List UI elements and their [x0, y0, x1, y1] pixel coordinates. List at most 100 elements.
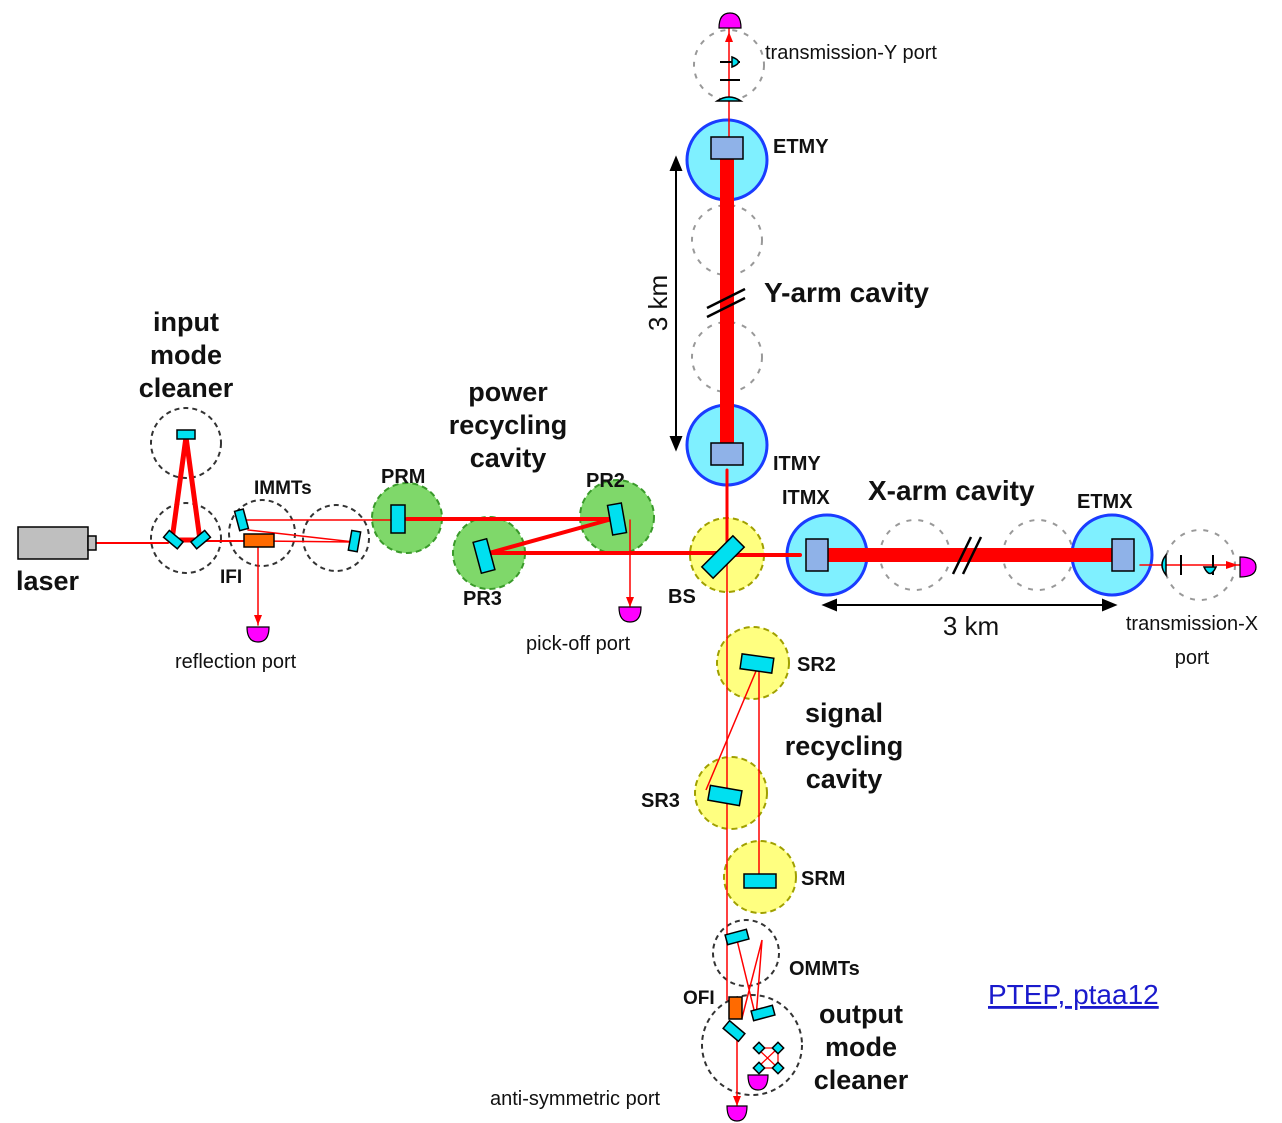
y-arm-label: Y-arm cavity	[764, 277, 929, 308]
immts-label: IMMTs	[254, 478, 312, 499]
laser-aperture	[87, 535, 97, 551]
transmission-x-arrowhead	[1226, 561, 1238, 569]
tx-lens-1	[1161, 552, 1167, 578]
transmission-y-chamber	[693, 29, 765, 101]
laser-body	[17, 526, 89, 560]
reflection-detector-icon	[246, 626, 270, 643]
etmx-mirror	[1111, 538, 1135, 572]
ommt-chamber	[712, 919, 780, 987]
x-arm-break-2	[961, 536, 983, 575]
sr2-mirror	[739, 652, 775, 674]
pr2-mirror	[606, 502, 628, 536]
sr3-mirror	[706, 784, 743, 807]
imc-label-line2: mode	[150, 340, 222, 370]
omc-label-line1: output	[819, 999, 903, 1029]
as-arrowhead	[733, 1096, 741, 1106]
sr3-label: SR3	[641, 790, 680, 812]
sr-zigzag-beam	[705, 663, 760, 881]
etmy-label: ETMY	[773, 136, 829, 158]
transmission-x-detector-icon	[1239, 556, 1257, 578]
imc-label-line1: input	[153, 307, 219, 337]
itmx-label: ITMX	[782, 487, 830, 509]
itmy-label: ITMY	[773, 453, 821, 475]
imc-top-mirror	[176, 429, 196, 440]
omc-box-mirror-2	[771, 1041, 785, 1055]
as-port-label: anti-symmetric port	[490, 1088, 660, 1110]
sr2-label: SR2	[797, 654, 836, 676]
transmission-y-label: transmission-Y port	[765, 42, 937, 64]
etmy-mirror	[710, 136, 744, 160]
transmission-x-label-line1: transmission-X	[1126, 613, 1258, 635]
prc-label-line1: power	[468, 377, 548, 407]
bs-mirror	[700, 534, 746, 580]
x-length-arrowhead-left	[821, 598, 837, 612]
ty-lens-1	[714, 96, 744, 102]
ifi-label: IFI	[220, 567, 242, 588]
omc-box-mirror-1	[752, 1041, 766, 1055]
pickoff-port-label: pick-off port	[526, 633, 631, 655]
reflection-port-label: reflection port	[175, 651, 297, 673]
arrows	[254, 32, 1238, 1106]
pickoff-detector-icon	[618, 606, 642, 623]
optics	[17, 55, 1218, 1075]
bs-label: BS	[668, 586, 696, 608]
itmx-mirror	[805, 538, 829, 572]
omc-label-line3: cleaner	[814, 1065, 909, 1095]
ommt2-mirror	[750, 1004, 776, 1022]
prm-mirror	[390, 504, 406, 534]
y-arm-mid-chamber-1	[691, 204, 763, 276]
srm-mirror	[743, 873, 777, 889]
src-label-line3: cavity	[806, 764, 883, 794]
imc-label-line3: cleaner	[139, 373, 234, 403]
srm-label: SRM	[801, 868, 845, 890]
immt1-mirror	[233, 508, 250, 532]
imc-right-mirror	[189, 529, 212, 550]
immt1-chamber	[228, 499, 296, 567]
pr2-to-pr3-beam	[487, 517, 614, 555]
ommts-label: OMMTs	[789, 958, 860, 980]
imc-left-mirror	[162, 529, 185, 550]
x-arm-label: X-arm cavity	[868, 475, 1035, 506]
labels: laser input mode cleaner IMMTs IFI refle…	[16, 42, 1258, 1110]
imc-top-chamber	[150, 407, 222, 479]
omc-chamber	[701, 994, 803, 1096]
detectors	[246, 12, 1257, 1122]
immt2-mirror	[347, 529, 362, 553]
y-arm-break-1	[706, 287, 746, 310]
pickoff-arrowhead	[626, 597, 634, 607]
ofi-isolator	[728, 996, 743, 1020]
pr3-mirror	[472, 537, 496, 575]
ifi-isolator	[243, 533, 275, 548]
imc-bottom-chamber	[150, 502, 222, 574]
reference-link-text[interactable]: PTEP, ptaa12	[988, 979, 1159, 1010]
y-length-label: 3 km	[643, 275, 673, 331]
y-length-arrowhead-bottom	[669, 436, 683, 452]
prm-label: PRM	[381, 466, 425, 488]
src-label-line2: recycling	[785, 731, 904, 761]
transmission-y-arrowhead	[725, 32, 733, 42]
omc-path-beam	[736, 939, 763, 1019]
chambers	[150, 29, 1236, 1096]
pr2-label: PR2	[586, 470, 625, 492]
y-arm-mid-chamber-2	[691, 321, 763, 393]
ommt1-mirror	[724, 928, 750, 946]
pr3-label: PR3	[463, 588, 502, 610]
x-arm-break-1	[951, 536, 973, 575]
omc-detector-icon	[747, 1074, 769, 1091]
beams	[95, 27, 1241, 1111]
immt2-chamber	[302, 504, 370, 572]
omc-box-mirror-3	[752, 1061, 766, 1075]
reflection-arrowhead	[254, 615, 262, 625]
omc-box-mirror-4	[771, 1061, 785, 1075]
laser-label: laser	[16, 566, 80, 596]
prc-label-line2: recycling	[449, 410, 568, 440]
as-detector-icon	[726, 1105, 748, 1122]
tx-lens-2	[1202, 566, 1218, 575]
y-arm-break-2	[706, 296, 746, 319]
y-length-arrowhead-top	[669, 155, 683, 171]
omc-mirror-1	[722, 1019, 746, 1043]
omc-label-line2: mode	[825, 1032, 897, 1062]
reference-link[interactable]: PTEP, ptaa12	[988, 979, 1159, 1010]
ofi-label: OFI	[683, 988, 715, 1009]
